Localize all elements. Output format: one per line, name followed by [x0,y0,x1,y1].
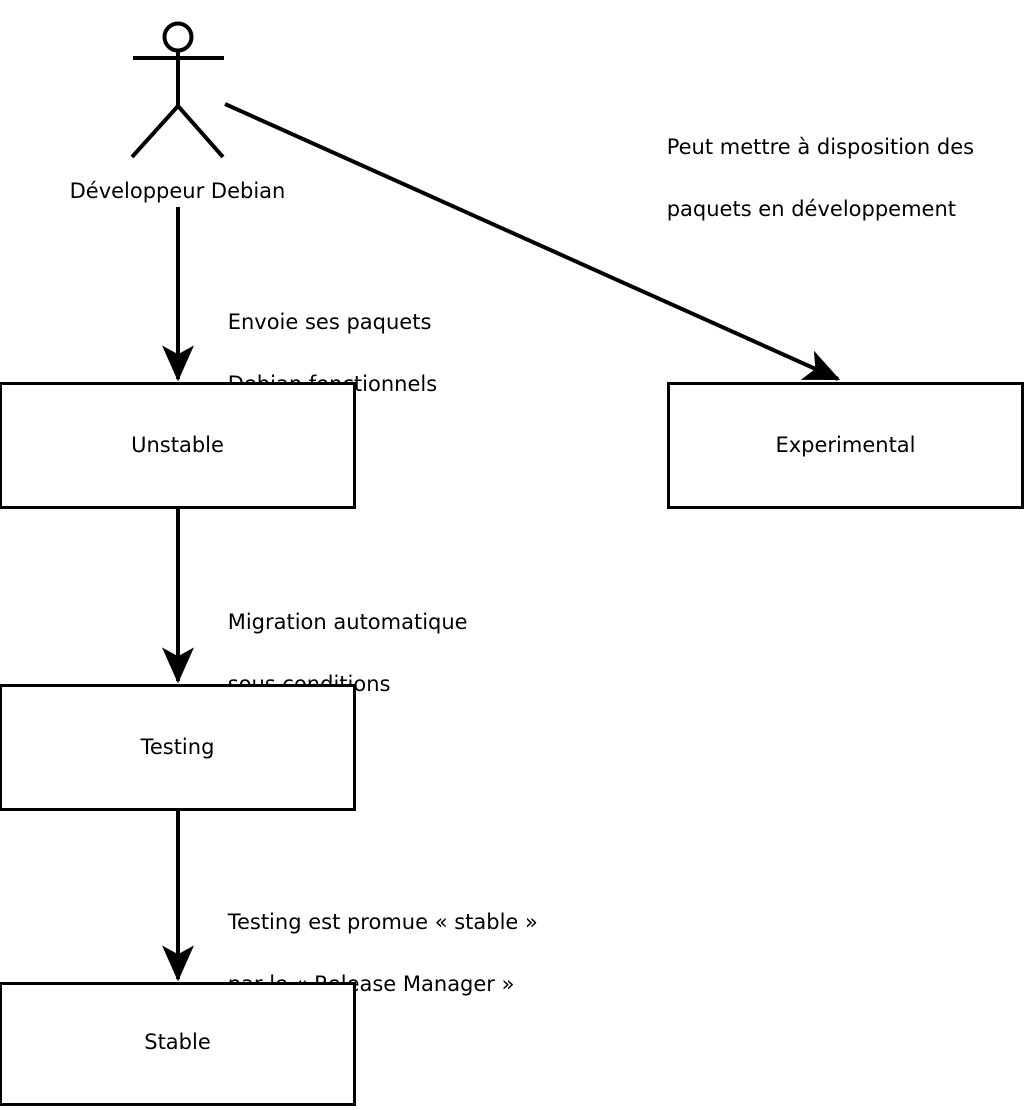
actor-label: Développeur Debian [69,179,286,203]
node-unstable[interactable]: Unstable [0,382,356,509]
node-testing[interactable]: Testing [0,684,356,811]
edge-label-line-1: Peut mettre à disposition des [666,135,975,159]
edge-label-line-1: Envoie ses paquets [227,310,432,334]
edge-actor-to-experimental [224,102,841,381]
node-experimental[interactable]: Experimental [667,382,1024,509]
node-stable[interactable]: Stable [0,982,356,1106]
node-experimental-label: Experimental [775,433,916,457]
node-stable-label: Stable [144,1029,211,1054]
edge-label-actor-to-experimental: Peut mettre à disposition des paquets en… [640,101,974,256]
node-unstable-label: Unstable [131,433,224,457]
edge-label-line-1: Testing est promue « stable » [227,910,538,934]
edge-label-line-2: paquets en développement [666,197,956,221]
edge-label-line-1: Migration automatique [227,610,468,634]
node-testing-label: Testing [140,735,215,759]
edge-label-unstable-to-testing: Migration automatique sous conditions [201,576,468,731]
actor-stick-figure [130,21,225,159]
edge-label-testing-to-stable: Testing est promue « stable » par le « R… [201,876,538,1031]
